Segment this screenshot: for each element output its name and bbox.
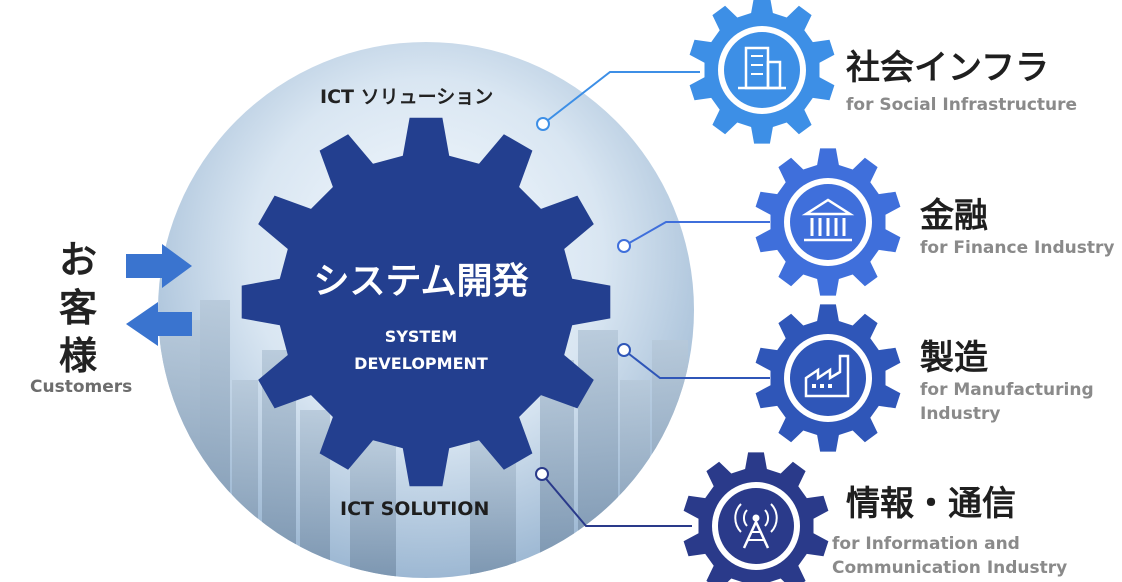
industry-social-infra-subtitle: for Social Infrastructure [846,95,1078,115]
city-building [200,300,230,578]
customers-label-jp: お客様 [58,238,97,378]
arrow-left-icon [126,302,192,346]
city-building [620,380,650,578]
ict-solution-label-jp: ICT ソリューション [320,86,494,108]
social-infra-gear [689,0,835,144]
industry-info-comm-subtitle: for Information and Communication Indust… [832,534,1068,578]
ict-solution-label-en: ICT SOLUTION [340,498,490,520]
industry-finance-title: 金融 [920,196,988,236]
connector-line [541,473,692,527]
connector-node [617,239,631,253]
connector-line [623,349,770,379]
arrow-right-icon [126,244,192,288]
customers-label-en: Customers [30,377,133,397]
info-comm-gear-hub [718,488,794,564]
customer-arrows [126,244,192,346]
system-development-title-jp: システム開発 [313,261,529,302]
connector-node [535,467,549,481]
system-development-title-en: SYSTEM DEVELOPMENT [306,323,536,377]
industry-manufacturing-title: 製造 [920,338,988,378]
industry-social-infra-title: 社会インフラ [846,48,1049,88]
manufacturing-gear-hub [790,340,866,416]
finance-gear [755,148,901,296]
main-gear [241,117,611,487]
connector-lines [535,71,770,527]
industry-finance-subtitle: for Finance Industry [920,238,1115,258]
city-building [160,320,200,578]
social-infra-gear-hub [724,32,800,108]
city-building [232,380,258,578]
bank-icon [801,198,855,242]
city-building [350,440,396,578]
industry-info-comm-title: 情報・通信 [846,484,1016,524]
antenna-tower-icon [734,503,778,549]
city-building [578,330,618,578]
city-building [158,400,166,578]
title-en-line-2: DEVELOPMENT [354,354,488,373]
connector-node [536,117,550,131]
city-building [300,410,330,578]
connector-line [623,221,770,247]
factory-icon [804,354,850,398]
connector-node [617,343,631,357]
info-comm-gear [683,452,829,582]
title-en-line-1: SYSTEM [384,327,458,346]
building-icon [738,46,786,90]
industry-manufacturing-subtitle: for Manufacturing Industry [920,380,1094,424]
connector-line [542,71,700,125]
manufacturing-gear [755,304,901,452]
